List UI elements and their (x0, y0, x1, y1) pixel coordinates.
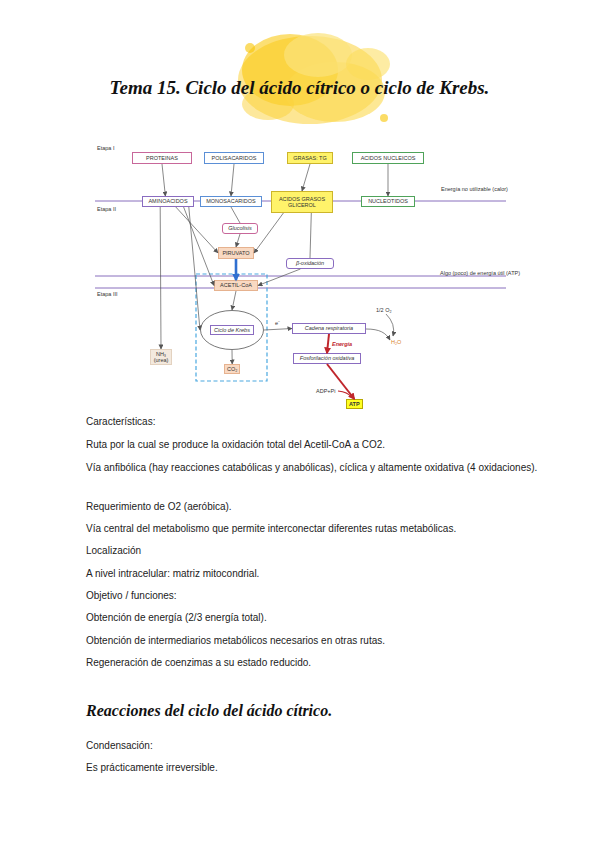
node-text: ACIDOS NUCLEICOS (361, 155, 416, 161)
section-heading: Reacciones del ciclo del ácido cítrico. (86, 701, 564, 721)
connector (176, 207, 218, 253)
splash-drop (245, 43, 255, 53)
ellipse-shape (201, 311, 264, 350)
body-text: Características: (86, 414, 564, 429)
connector (258, 269, 300, 286)
process-box: PIRUVATO (218, 247, 254, 259)
node-text: PIRUVATO (222, 250, 249, 256)
connector (231, 207, 240, 223)
node-text: NH₃ (urea) (153, 351, 169, 364)
process-box: AMINOACIDOS (142, 196, 194, 207)
connector (184, 207, 214, 286)
process-box: PROTEINAS (132, 152, 192, 164)
cycle-ellipse: Ciclo de Krebs (200, 310, 264, 350)
node-text: CO₂ (227, 366, 237, 372)
diagram-label: 1/2 O₂ (376, 307, 392, 313)
page-title: Tema 15. Ciclo del ácido cítrico o ciclo… (0, 76, 599, 100)
splash-blob (284, 33, 352, 77)
node-text: ACETIL-CoA (220, 282, 252, 288)
process-box: ACIDOS GRASOS GLICEROL (271, 191, 333, 213)
edge-label: e⁻ (275, 320, 280, 326)
connector (189, 207, 200, 330)
dashed-frame (196, 274, 267, 381)
edge-label: Energía (332, 341, 352, 347)
diagram-label: Algo (poco) de energía útil (ATP) (440, 270, 520, 276)
diagram-label: Etapa I (97, 145, 114, 151)
connector (232, 291, 236, 310)
process-box: β-oxidación (286, 258, 334, 269)
process-box: ACETIL-CoA (214, 280, 258, 291)
node-text: ATP (349, 401, 360, 407)
connector (388, 164, 389, 196)
process-box: ATP (346, 399, 363, 409)
node-text: Glucolisis (228, 225, 252, 231)
connector (327, 334, 329, 353)
process-box: POLISACARIDOS (204, 152, 264, 164)
process-box: MONOSACARIDOS (200, 196, 262, 207)
process-box: Glucolisis (222, 223, 258, 234)
splash-blob (346, 48, 390, 80)
leader-line (338, 391, 351, 397)
node-text: AMINOACIDOS (148, 198, 187, 204)
connector (232, 350, 233, 364)
connector (264, 329, 292, 331)
process-box: ACIDOS NUCLEICOS (352, 152, 424, 164)
diagram-label: Energía no utilizable (calor) (441, 186, 508, 192)
connector (160, 207, 162, 349)
splash-drop (380, 114, 388, 122)
process-box: CO₂ (224, 364, 240, 374)
diagram-label: Etapa II (97, 206, 116, 212)
leader-arrow (366, 329, 390, 340)
body-text: Condensación: (86, 738, 564, 753)
diagram-label: H₂O (391, 339, 401, 345)
body-text: Vía anfibólica (hay reacciones catabólic… (86, 460, 564, 475)
process-box: GRASAS: TG (287, 152, 333, 164)
body-text: Regeneración de coenzimas a su estado re… (86, 655, 564, 670)
body-text: A nivel intracelular: matriz mitocondria… (86, 566, 564, 581)
connector (236, 234, 240, 247)
process-box: NUCLEOTIDOS (361, 196, 415, 207)
diagram-label: Etapa III (97, 291, 118, 297)
diagram-label: ADP+Pi (316, 388, 335, 394)
connector (310, 213, 311, 258)
connector (231, 164, 234, 196)
body-text: Vía central del metabolismo que permite … (86, 521, 564, 536)
node-text: NUCLEOTIDOS (368, 198, 408, 204)
process-box: NH₃ (urea) (150, 349, 172, 365)
connector (162, 164, 165, 196)
body-text: Objetivo / funciones: (86, 588, 564, 603)
body-text: Ruta por la cual se produce la oxidación… (86, 437, 564, 452)
body-text: Requerimiento de O2 (aeróbica). (86, 499, 564, 514)
node-text: PROTEINAS (146, 155, 178, 161)
body-text: Es prácticamente irreversible. (86, 760, 564, 775)
body-text: Localización (86, 543, 564, 558)
node-text: β-oxidación (296, 260, 324, 266)
body-text: Obtención de intermediarios metabólicos … (86, 633, 564, 648)
stage-line (95, 288, 506, 289)
leader-arrow (386, 314, 394, 336)
body-text: Obtención de energía (2/3 energía total)… (86, 610, 564, 625)
node-text: Cadena respiratoria (305, 325, 353, 331)
node-text: Fosforilación oxidativa (300, 355, 354, 361)
connector (235, 259, 238, 280)
node-text: Ciclo de Krebs (210, 325, 254, 335)
process-box: Fosforilación oxidativa (293, 353, 361, 364)
node-text: MONOSACARIDOS (206, 198, 256, 204)
node-text: ACIDOS GRASOS GLICEROL (274, 196, 330, 209)
node-text: GRASAS: TG (293, 155, 327, 161)
connector (302, 164, 310, 191)
node-text: POLISACARIDOS (212, 155, 257, 161)
connector (254, 213, 283, 253)
process-box: Cadena respiratoria (292, 323, 366, 334)
